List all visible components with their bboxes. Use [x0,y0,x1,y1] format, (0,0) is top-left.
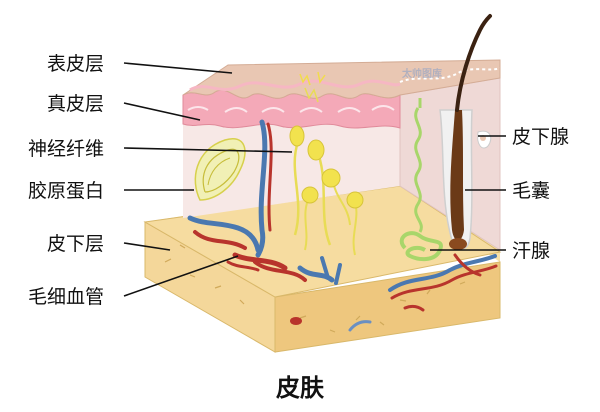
diagram-title: 皮肤 [276,374,325,402]
collagen-fiber [194,138,246,201]
label-collagen: 胶原蛋白 [28,180,104,202]
leader-lines [123,62,506,297]
label-dermis: 真皮层 [47,93,104,115]
label-hypodermis: 皮下层 [47,233,104,255]
hair-follicle [439,14,492,250]
epidermis-layer [182,59,501,99]
label-sweat-gland: 汗腺 [512,240,550,262]
watermark: 太帅图库 [401,67,442,80]
label-capillary: 毛细血管 [28,286,104,308]
label-epidermis: 表皮层 [47,53,104,75]
nerve-fibers [289,87,364,256]
label-nerve-fiber: 神经纤维 [28,138,104,160]
dermis-layer [182,77,501,251]
capillaries [187,119,498,300]
label-subcutaneous-gland: 皮下腺 [512,126,569,148]
subcutaneous-gland [477,130,492,149]
label-hair-follicle: 毛囊 [512,180,550,202]
